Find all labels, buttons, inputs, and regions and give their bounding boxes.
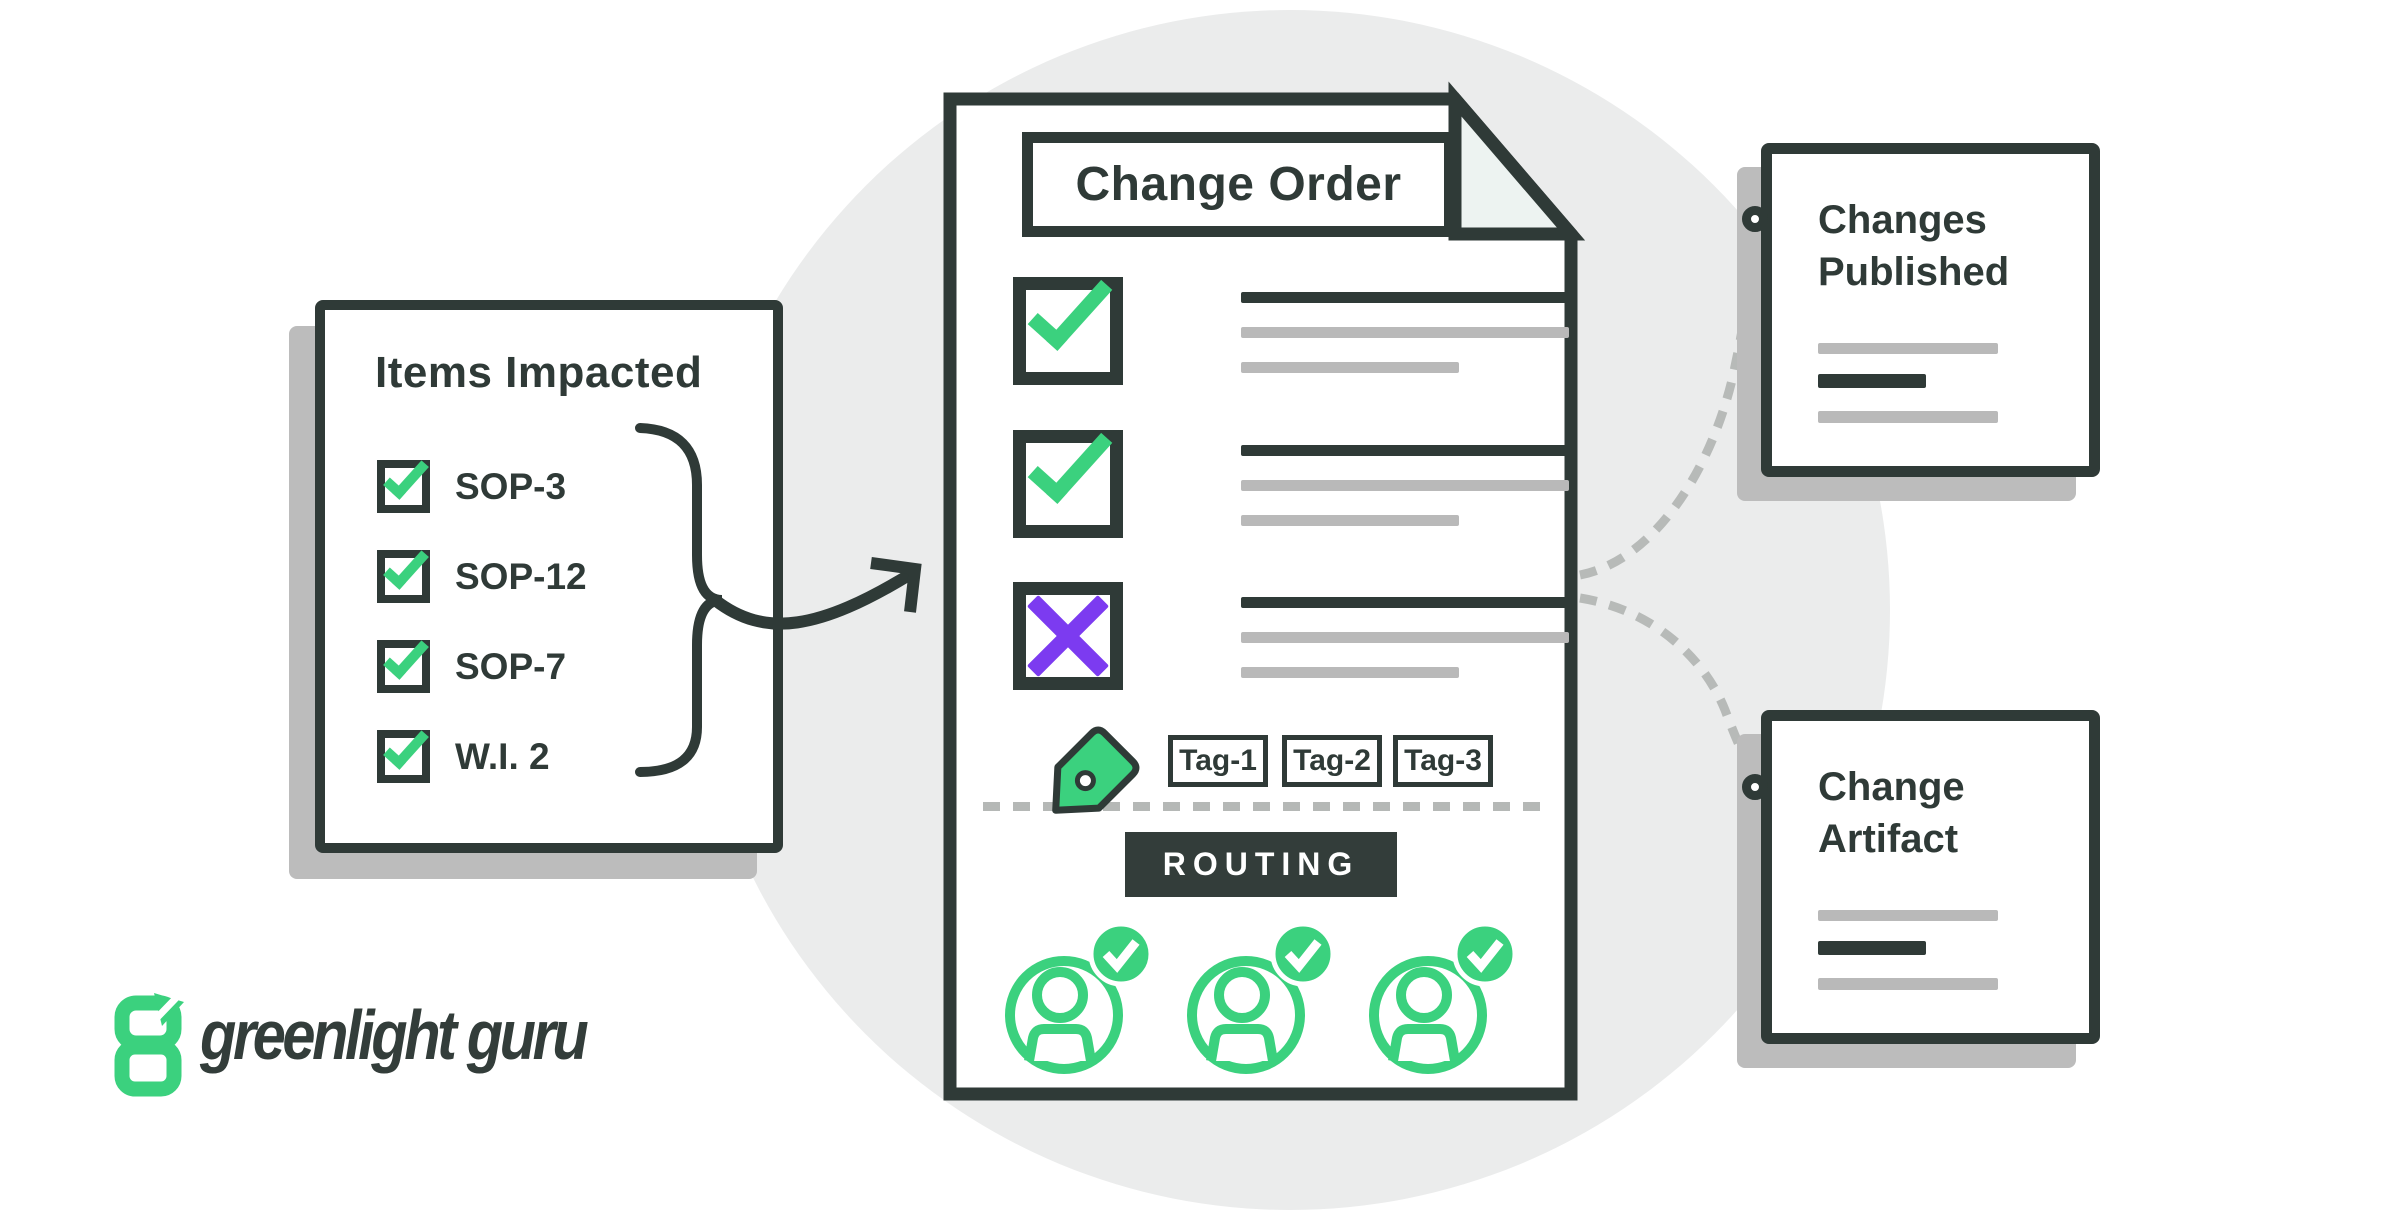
text-line-gray [1818, 343, 1998, 354]
approver-avatar [1187, 921, 1337, 1074]
text-line-gray [1241, 327, 1569, 338]
tag-chip: Tag-3 [1393, 735, 1493, 787]
text-line-gray [1241, 632, 1569, 643]
item-label: W.I. 2 [455, 735, 550, 777]
text-line-dark [1241, 292, 1569, 303]
change-order-document: Change Order [944, 93, 1577, 1100]
text-line-gray [1241, 362, 1459, 373]
checklist-item: W.I. 2 [377, 722, 550, 783]
check-icon [383, 632, 429, 680]
person-approved-icon [1187, 921, 1336, 1074]
approver-avatar [1369, 921, 1519, 1074]
logo-mark-icon [114, 993, 184, 1097]
connector-dashed-line-top [1579, 220, 1768, 580]
approver-avatar [1005, 921, 1155, 1074]
check-icon [383, 452, 429, 500]
doc-checkbox [1013, 263, 1123, 385]
doc-checklist-row [1013, 416, 1569, 540]
text-line-dark [1241, 597, 1569, 608]
document-title-box: Change Order [1022, 132, 1455, 237]
output-card-changes-published: Changes Published [1742, 143, 2100, 477]
tag-label: Tag-1 [1179, 744, 1257, 777]
doc-checklist-row [1013, 582, 1569, 692]
dashed-divider [983, 802, 1540, 811]
routing-label: ROUTING [1162, 846, 1360, 882]
routing-banner: ROUTING [1125, 832, 1397, 897]
checklist-item: SOP-3 [377, 452, 566, 513]
text-line-gray [1818, 411, 1998, 423]
arrow-head-icon [870, 557, 922, 613]
checkbox [377, 542, 430, 603]
text-line-gray [1241, 515, 1459, 526]
check-icon [1027, 416, 1113, 504]
item-label: SOP-3 [455, 465, 567, 507]
text-line-dark [1818, 941, 1926, 955]
checkbox [377, 722, 430, 783]
document-title: Change Order [1075, 158, 1402, 211]
document-fold-corner [1448, 81, 1586, 241]
logo-wordmark: greenlight guru [200, 996, 589, 1074]
text-line-dark [1241, 445, 1569, 456]
connector-node [1742, 774, 1768, 800]
checkbox [377, 632, 430, 693]
check-icon [383, 722, 429, 770]
connector-node [1742, 206, 1768, 232]
person-approved-icon [1005, 921, 1154, 1074]
doc-checklist-row [1013, 263, 1569, 387]
arrow-curve-icon [709, 569, 915, 630]
checklist-item: SOP-12 [377, 542, 587, 603]
tag-icon [1052, 726, 1140, 814]
doc-checkbox [1013, 416, 1123, 538]
output-card-title: Changes Published [1818, 198, 2010, 294]
text-line-gray [1241, 667, 1459, 678]
item-label: SOP-7 [455, 645, 567, 687]
doc-checkbox [1013, 582, 1123, 690]
checkbox [377, 452, 430, 513]
tag-label: Tag-2 [1293, 744, 1371, 777]
text-line-gray [1818, 978, 1998, 990]
check-icon [1027, 263, 1113, 351]
items-impacted-title: Items Impacted [375, 348, 703, 397]
logo: greenlight guru [112, 993, 672, 1103]
tag-chip: Tag-1 [1168, 735, 1268, 787]
check-icon [383, 542, 429, 590]
text-line-gray [1241, 480, 1569, 491]
person-approved-icon [1369, 921, 1518, 1074]
text-line-dark [1818, 374, 1926, 388]
item-label: SOP-12 [455, 555, 587, 597]
items-impacted-card: Items Impacted SOP-3 SOP-12 SOP-7 W.I. 2 [315, 300, 783, 853]
checklist-item: SOP-7 [377, 632, 566, 693]
connector-dashed-line-bottom [1579, 593, 1766, 786]
output-card-title: Change Artifact [1818, 765, 1965, 861]
connector-dashed-lines [1579, 220, 1768, 786]
output-card-change-artifact: Change Artifact [1742, 710, 2100, 1044]
tag-label: Tag-3 [1404, 744, 1482, 777]
tag-chip: Tag-2 [1282, 735, 1382, 787]
brace-and-arrow [635, 423, 922, 777]
text-line-gray [1818, 910, 1998, 921]
